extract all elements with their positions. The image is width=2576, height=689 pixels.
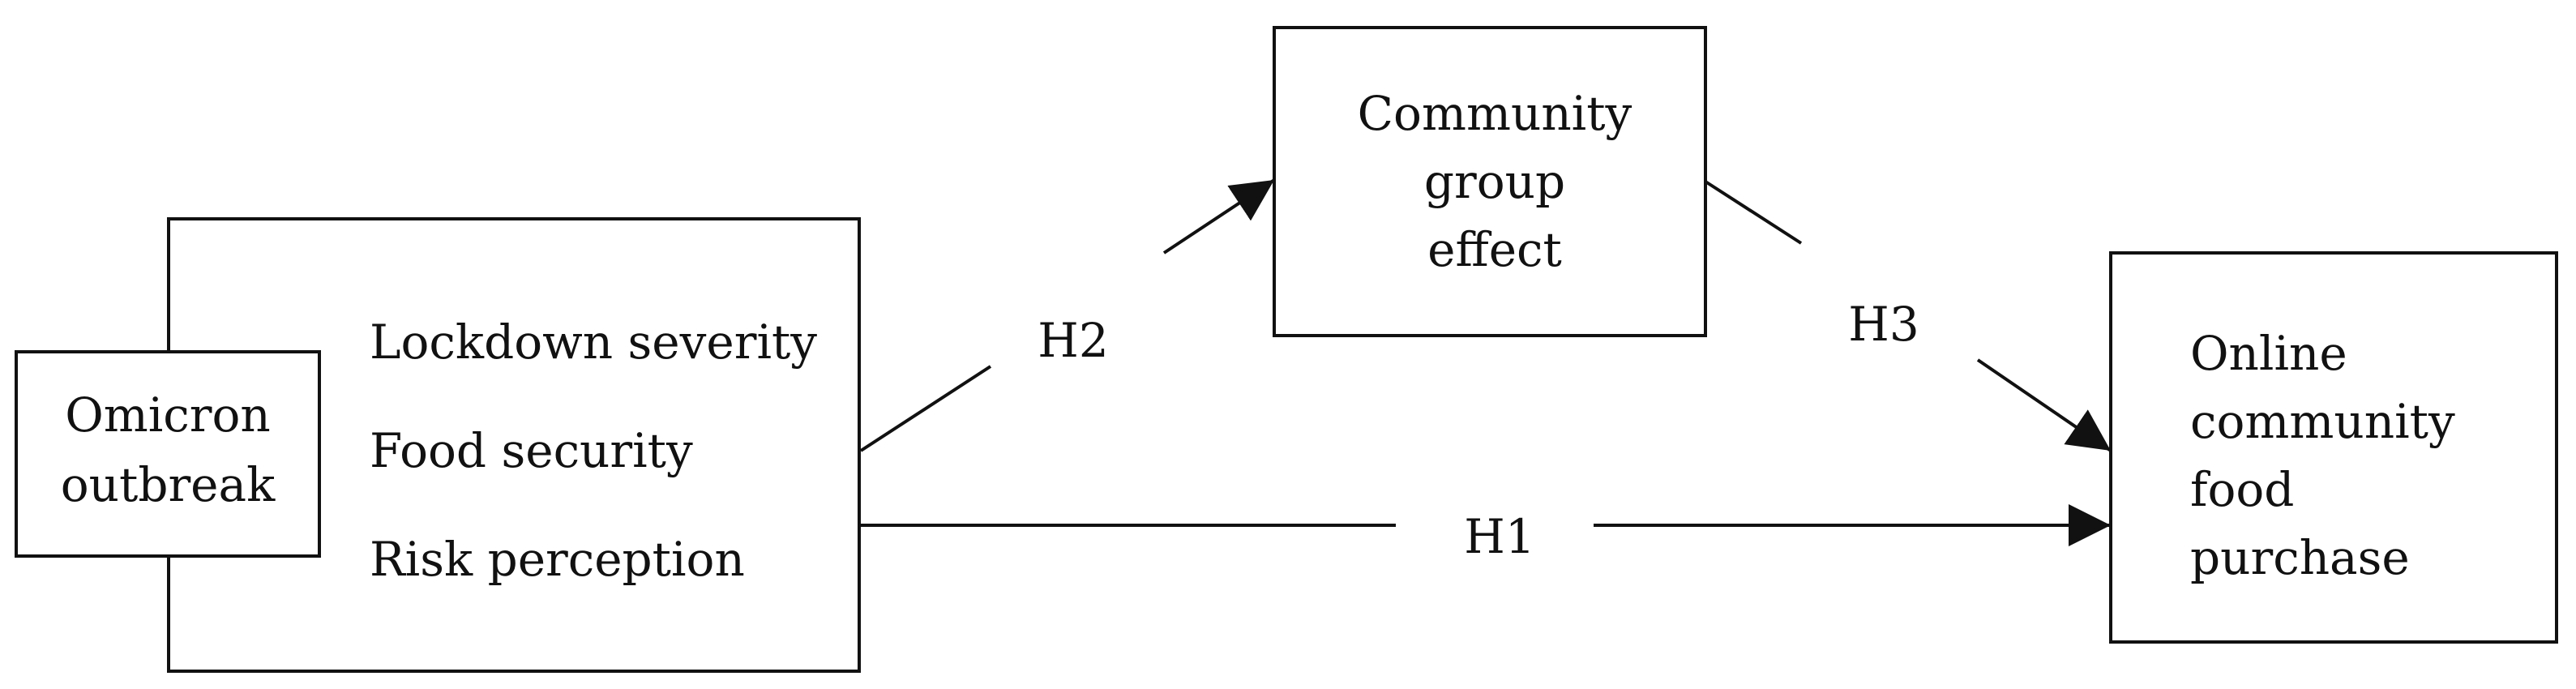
community-group-label-line-3: effect bbox=[1427, 222, 1562, 277]
h2-arrow bbox=[1162, 178, 1276, 255]
online-purchase-box bbox=[2109, 251, 2558, 644]
h3-arrow-segment-1 bbox=[1704, 180, 1803, 245]
h3-arrow bbox=[1976, 358, 2112, 452]
factor-lockdown-severity: Lockdown severity bbox=[370, 315, 817, 370]
h2-label: H2 bbox=[1038, 313, 1108, 368]
online-purchase-label-line-1: Online bbox=[2190, 326, 2347, 381]
online-purchase-label-line-3: food bbox=[2190, 462, 2294, 517]
omicron-box bbox=[15, 350, 321, 558]
omicron-label-line-1: Omicron bbox=[65, 387, 271, 443]
factor-food-security: Food security bbox=[370, 423, 693, 478]
h3-label: H3 bbox=[1848, 297, 1919, 352]
online-purchase-label-line-4: purchase bbox=[2190, 530, 2410, 585]
community-group-label-line-1: Community bbox=[1358, 86, 1632, 141]
omicron-label-line-2: outbreak bbox=[61, 457, 276, 512]
online-purchase-label-line-2: community bbox=[2190, 394, 2455, 449]
factor-risk-perception: Risk perception bbox=[370, 532, 745, 587]
h1-label: H1 bbox=[1464, 509, 1534, 564]
community-group-label-line-2: group bbox=[1424, 154, 1565, 209]
h2-arrow-segment-1 bbox=[859, 365, 992, 452]
